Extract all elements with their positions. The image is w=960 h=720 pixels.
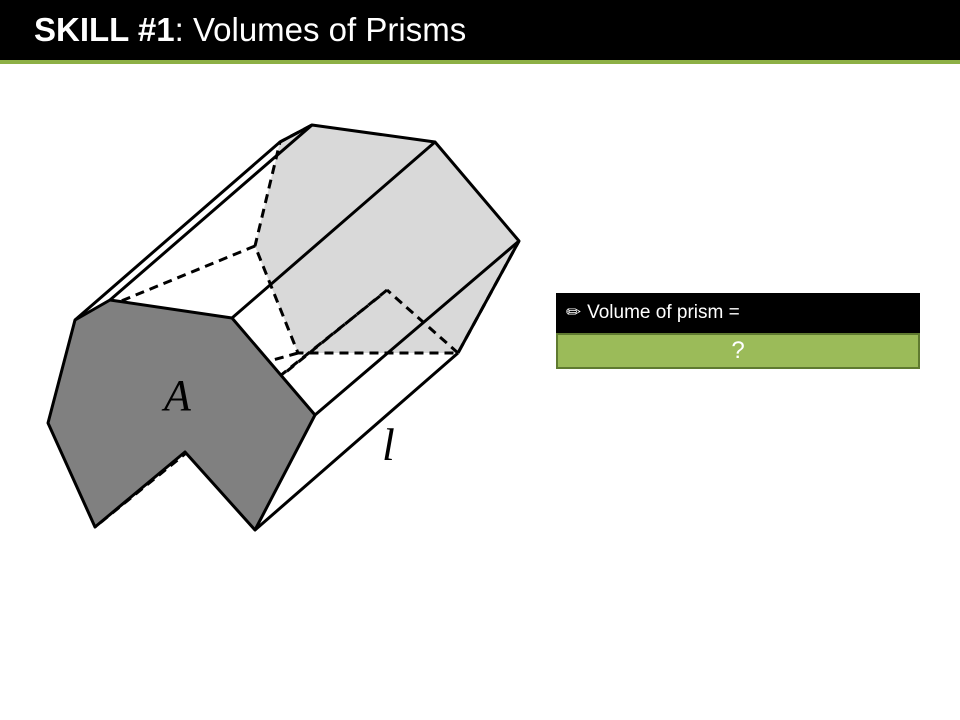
prism-front-face [46,298,317,532]
slide-title: SKILL #1: Volumes of Prisms [34,10,466,50]
volume-question-label: Volume of prism = [587,302,740,323]
pencil-icon: ✏ [566,302,582,323]
area-label: A [161,371,192,420]
answer-reveal-box[interactable]: ? [556,333,920,369]
title-bar: SKILL #1: Volumes of Prisms [0,0,960,64]
volume-question-panel: ✏Volume of prism = ? [556,293,920,369]
prism-back-face [255,125,519,353]
volume-question: ✏Volume of prism = [556,293,920,333]
title-topic: : Volumes of Prisms [174,11,467,48]
length-label: l [382,419,395,470]
title-skill-number: SKILL #1 [34,11,175,48]
visible-edges [74,123,521,532]
